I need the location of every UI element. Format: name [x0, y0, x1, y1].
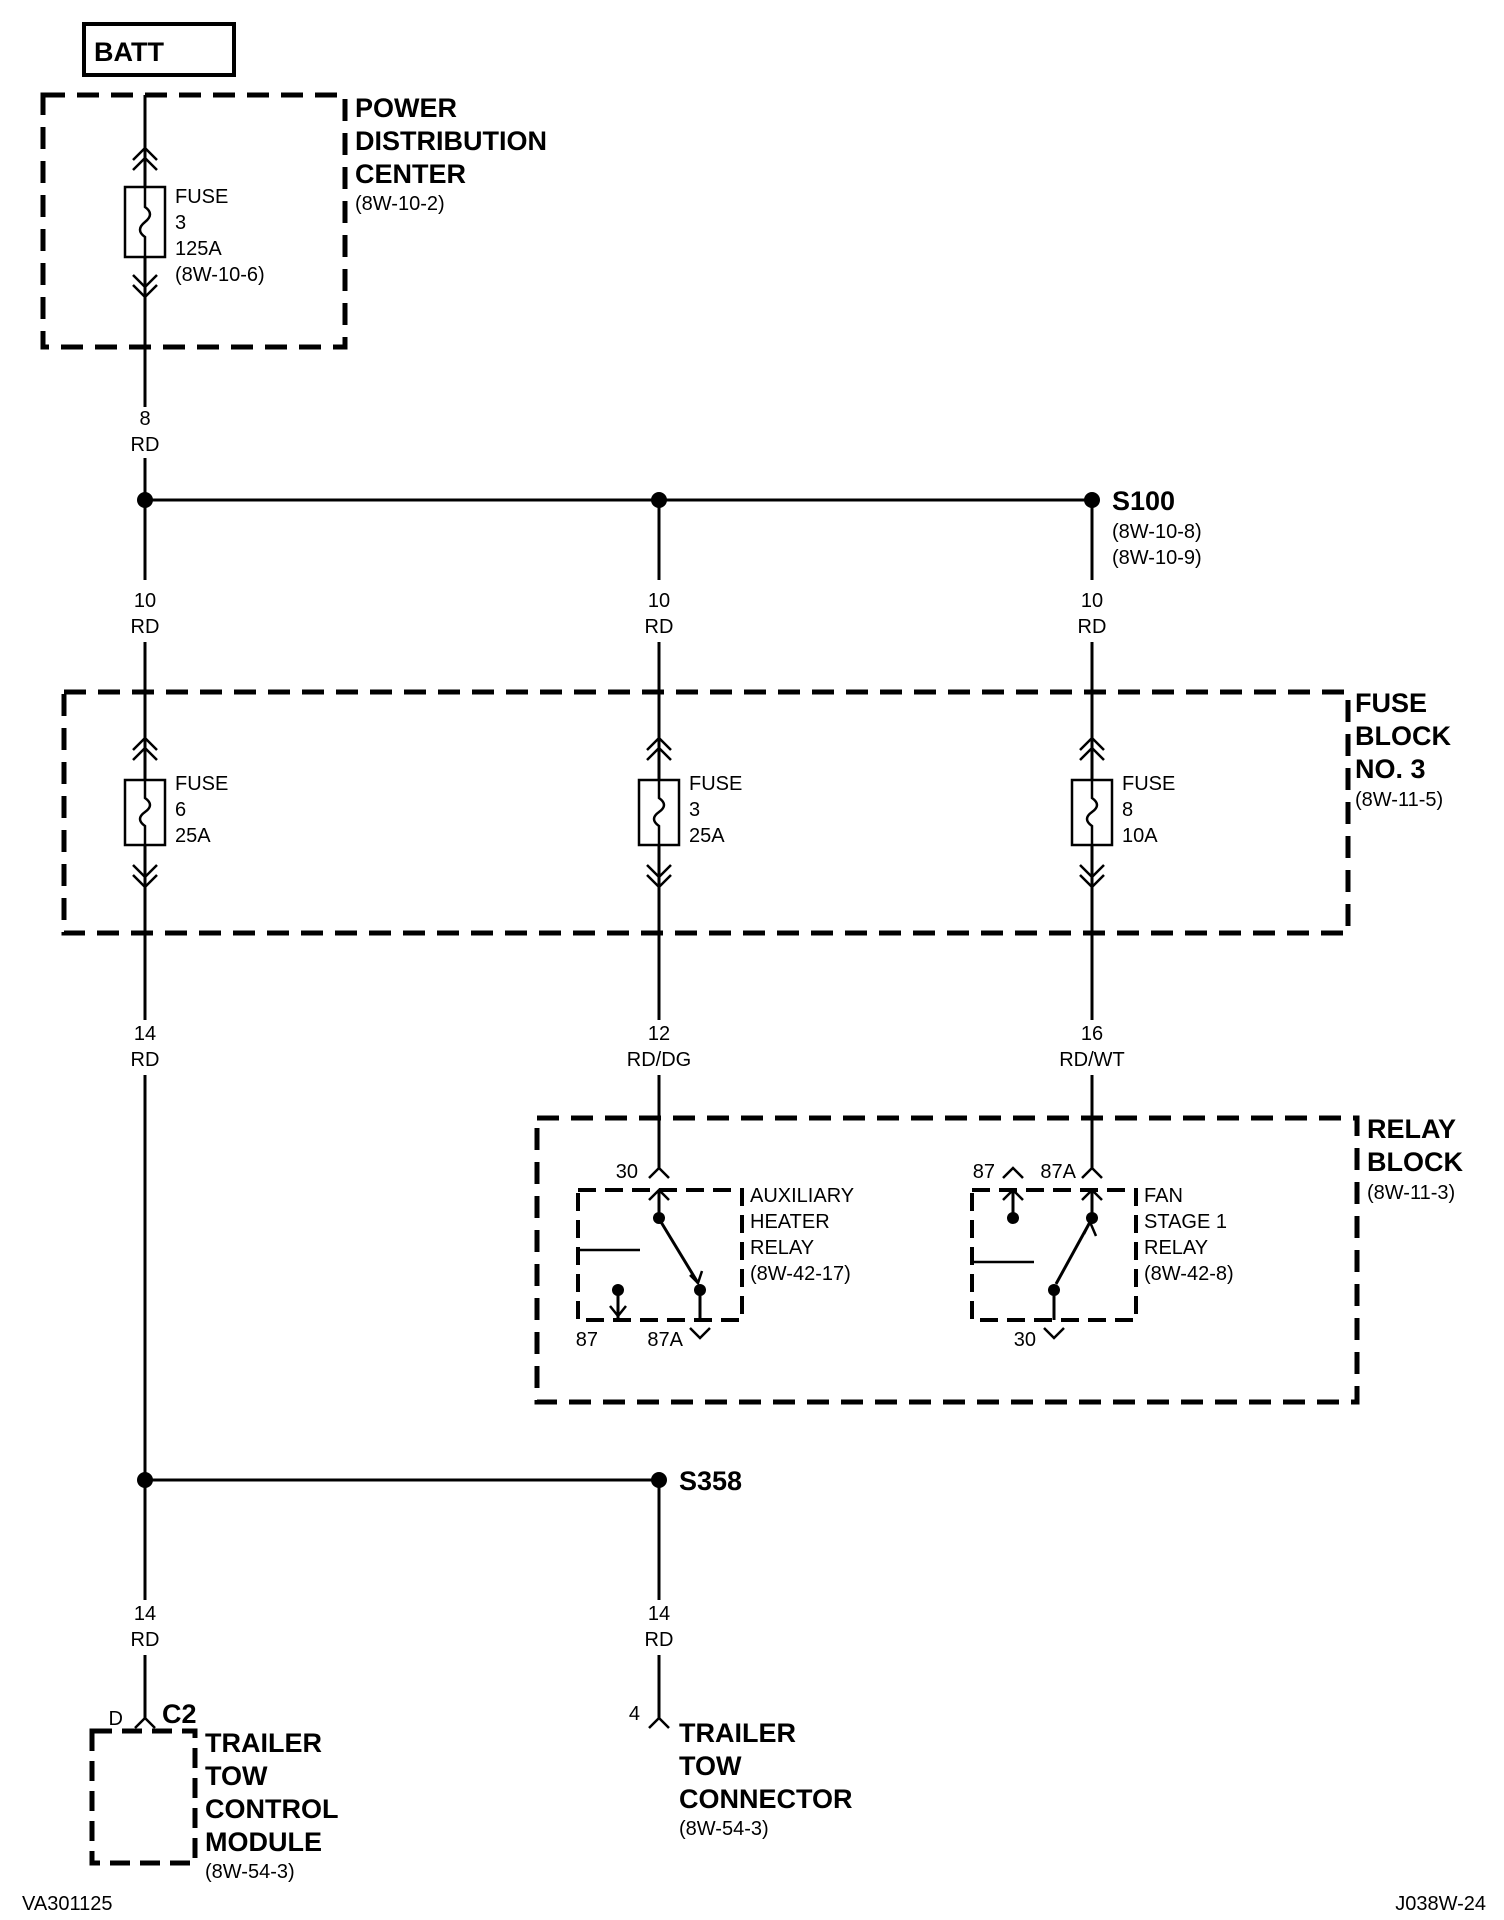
trailer-tow-control-module: D C2 TRAILER TOW CONTROL MODULE (8W-54-3… [89, 1699, 338, 1883]
connector-title-line-2: TOW [679, 1751, 742, 1781]
pdc-title-line-1: POWER [355, 93, 457, 123]
tcm-connector-c2: C2 [162, 1699, 197, 1729]
fuse-8-label: FUSE [1122, 773, 1175, 795]
fuse-3-rating: 25A [689, 825, 725, 847]
fuse-8-number: 8 [1122, 799, 1133, 821]
fuse-6-rating: 25A [175, 825, 211, 847]
pdc-fuse-rating: 125A [175, 238, 222, 260]
wire-col1-in-color: RD [131, 616, 160, 638]
wire-pdc-out-gauge: 8 [139, 408, 150, 430]
relay-block-title-line-1: RELAY [1367, 1114, 1456, 1144]
wire-col1-in-gauge: 10 [134, 590, 156, 612]
fuse-6-number: 6 [175, 799, 186, 821]
relay-block-ref: (8W-11-3) [1367, 1182, 1455, 1204]
wire-conn-color: RD [645, 1629, 674, 1651]
tcm-title-line-2: TOW [205, 1761, 268, 1791]
pdc-fuse-ref: (8W-10-6) [175, 264, 265, 286]
tcm-pin-d: D [109, 1708, 123, 1730]
aux-relay-pin-87: 87 [576, 1329, 598, 1351]
splice-s100-label: S100 [1112, 486, 1175, 516]
fan-relay-pin-87: 87 [973, 1161, 995, 1183]
wire-conn-gauge: 14 [648, 1603, 670, 1625]
aux-relay-line-3: RELAY [750, 1237, 814, 1259]
fan-relay-pin-30: 30 [1014, 1329, 1036, 1351]
pdc-fuse-label: FUSE [175, 186, 228, 208]
fuse-8-rating: 10A [1122, 825, 1158, 847]
aux-relay-line-1: AUXILIARY [750, 1185, 854, 1207]
fuse-block-ref: (8W-11-5) [1355, 789, 1443, 811]
fuse-3: FUSE 3 25A [637, 736, 742, 889]
trailer-tow-connector: 4 TRAILER TOW CONNECTOR (8W-54-3) [629, 1703, 853, 1840]
tcm-title-line-4: MODULE [205, 1827, 322, 1857]
footer-left-code: VA301125 [22, 1893, 112, 1915]
wire-col1-out-color: RD [131, 1049, 160, 1071]
fuse-6: FUSE 6 25A [123, 736, 228, 889]
tcm-title-line-1: TRAILER [205, 1728, 322, 1758]
power-distribution-center: POWER DISTRIBUTION CENTER (8W-10-2) FUSE… [40, 92, 547, 350]
fuse-block-title-line-1: FUSE [1355, 688, 1427, 718]
wire-col2-out-color: RD/DG [627, 1049, 691, 1071]
tcm-title-line-3: CONTROL [205, 1794, 338, 1824]
pdc-title-line-2: DISTRIBUTION [355, 126, 547, 156]
upper-bus: S100 (8W-10-8) (8W-10-9) [137, 486, 1202, 569]
footer-right-code: J038W-24 [1395, 1893, 1486, 1915]
fuse-3-number: 3 [689, 799, 700, 821]
fuse-6-label: FUSE [175, 773, 228, 795]
connector-pin-4: 4 [629, 1703, 640, 1725]
fan-relay-pin-87a: 87A [1040, 1161, 1076, 1183]
aux-relay-line-4: (8W-42-17) [750, 1263, 851, 1285]
wire-col2-in-gauge: 10 [648, 590, 670, 612]
splice-s100-ref-1: (8W-10-8) [1112, 521, 1202, 543]
pdc-title-line-3: CENTER [355, 159, 466, 189]
pdc-ref: (8W-10-2) [355, 193, 445, 215]
connector-title-line-1: TRAILER [679, 1718, 796, 1748]
connector-title-line-3: CONNECTOR [679, 1784, 853, 1814]
relay-block: RELAY BLOCK (8W-11-3) 30 87 87A AUXILIAR… [534, 1114, 1463, 1405]
fan-relay-line-2: STAGE 1 [1144, 1211, 1227, 1233]
wire-col1-out-gauge: 14 [134, 1023, 156, 1045]
pdc-fuse-number: 3 [175, 212, 186, 234]
tcm-ref: (8W-54-3) [205, 1861, 295, 1883]
aux-relay-pin-87a: 87A [647, 1329, 683, 1351]
wire-col3-out-color: RD/WT [1059, 1049, 1125, 1071]
splice-s358-label: S358 [679, 1466, 742, 1496]
aux-relay-line-2: HEATER [750, 1211, 830, 1233]
fuse-8: FUSE 8 10A [1070, 736, 1175, 889]
wire-tcm-gauge: 14 [134, 1603, 156, 1625]
wire-col2-in-color: RD [645, 616, 674, 638]
batt-label: BATT [94, 37, 164, 67]
fan-relay-line-3: RELAY [1144, 1237, 1208, 1259]
batt-source: BATT [82, 22, 236, 77]
fan-stage-1-relay: 87 87A 30 FAN STAGE 1 RELAY (8W-42-8) [970, 1161, 1234, 1351]
fuse-block-no-3: FUSE BLOCK NO. 3 (8W-11-5) FUSE 6 25A FU… [61, 688, 1451, 936]
wire-col2-out-gauge: 12 [648, 1023, 670, 1045]
pdc-fuse-3: FUSE 3 125A (8W-10-6) [123, 146, 265, 299]
wire-col3-in-color: RD [1078, 616, 1107, 638]
fuse-block-title-line-3: NO. 3 [1355, 754, 1426, 784]
relay-block-title-line-2: BLOCK [1367, 1147, 1463, 1177]
fuse-3-label: FUSE [689, 773, 742, 795]
auxiliary-heater-relay: 30 87 87A AUXILIARY HEATER RELAY (8W-42-… [576, 1161, 854, 1351]
splice-s100-ref-2: (8W-10-9) [1112, 547, 1202, 569]
wire-tcm-color: RD [131, 1629, 160, 1651]
connector-ref: (8W-54-3) [679, 1818, 769, 1840]
wire-col3-in-gauge: 10 [1081, 590, 1103, 612]
aux-relay-pin-30: 30 [616, 1161, 638, 1183]
fuse-block-title-line-2: BLOCK [1355, 721, 1451, 751]
lower-bus: S358 [137, 1466, 742, 1496]
wire-pdc-out-color: RD [131, 434, 160, 456]
fan-relay-line-4: (8W-42-8) [1144, 1263, 1234, 1285]
fan-relay-line-1: FAN [1144, 1185, 1183, 1207]
wire-col3-out-gauge: 16 [1081, 1023, 1103, 1045]
